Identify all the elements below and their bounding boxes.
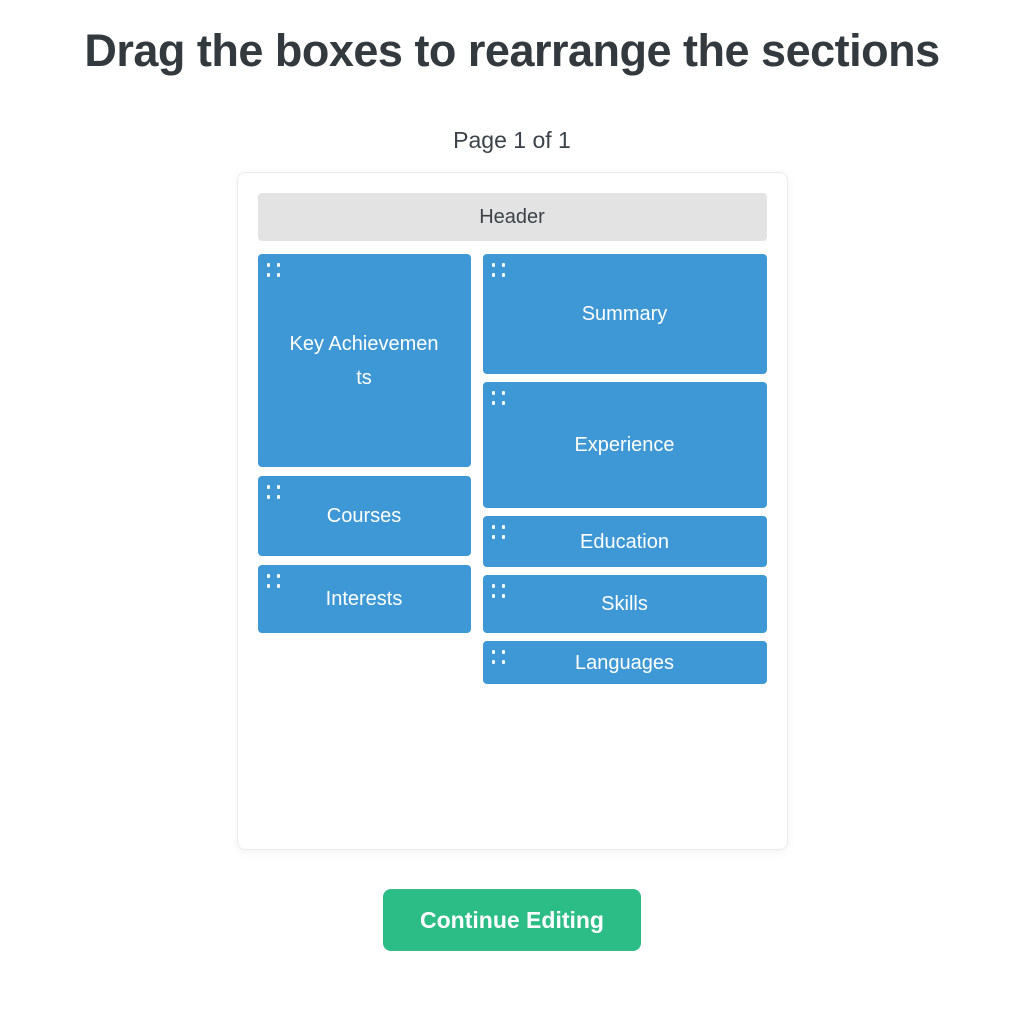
- section-box-education[interactable]: Education: [482, 516, 767, 568]
- drag-handle-icon[interactable]: [491, 584, 506, 598]
- section-label: Summary: [581, 303, 668, 326]
- drag-handle-icon[interactable]: [266, 263, 281, 277]
- drag-handle-icon[interactable]: [266, 485, 281, 499]
- resume-header-bar: Header: [257, 193, 767, 242]
- section-label: Education: [580, 530, 669, 553]
- section-box-key-achievements[interactable]: Key Achievements: [257, 254, 471, 468]
- drag-handle-icon[interactable]: [266, 574, 281, 588]
- continue-editing-button[interactable]: Continue Editing: [383, 889, 641, 952]
- drag-handle-icon[interactable]: [491, 650, 506, 664]
- drag-handle-icon[interactable]: [491, 391, 506, 405]
- section-box-summary[interactable]: Summary: [482, 254, 767, 375]
- section-label: Experience: [574, 434, 675, 457]
- section-label: Languages: [575, 651, 674, 674]
- section-box-experience[interactable]: Experience: [482, 382, 767, 509]
- section-columns: Key Achievements Courses Interests Summa…: [257, 254, 767, 685]
- section-label: Key Achievements: [289, 332, 439, 389]
- section-box-interests[interactable]: Interests: [257, 565, 471, 634]
- page-title: Drag the boxes to rearrange the sections: [84, 25, 940, 76]
- section-box-skills[interactable]: Skills: [482, 575, 767, 634]
- page-indicator: Page 1 of 1: [453, 126, 571, 153]
- left-column: Key Achievements Courses Interests: [257, 254, 471, 684]
- section-box-languages[interactable]: Languages: [482, 641, 767, 685]
- drag-handle-icon[interactable]: [491, 263, 506, 277]
- resume-header-label: Header: [479, 205, 545, 228]
- section-label: Courses: [326, 505, 402, 528]
- drag-handle-icon[interactable]: [491, 525, 506, 539]
- section-label: Skills: [601, 593, 648, 616]
- section-label: Interests: [325, 588, 403, 611]
- right-column: Summary Experience Education Skills Lang…: [482, 254, 767, 685]
- resume-page-preview: Header Key Achievements Courses Interest…: [236, 172, 788, 851]
- section-box-courses[interactable]: Courses: [257, 476, 471, 557]
